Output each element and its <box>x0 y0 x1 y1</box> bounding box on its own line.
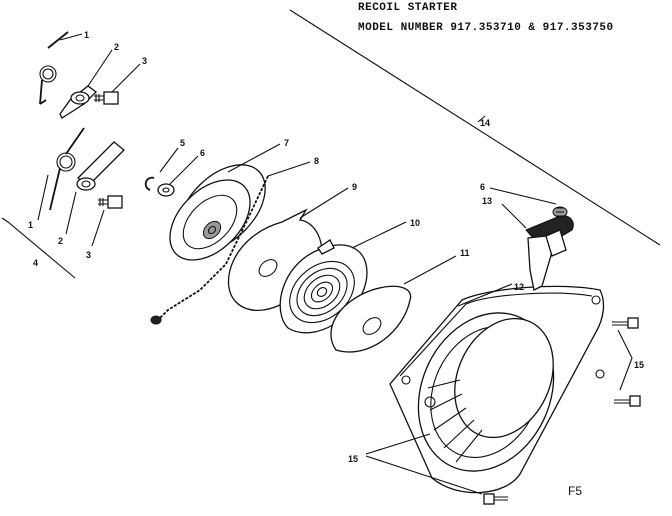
assembly-bracket-line <box>1 217 76 279</box>
callout-leader <box>59 33 83 41</box>
callout-1: 1 <box>84 30 89 40</box>
model-number: MODEL NUMBER 917.353710 & 917.353750 <box>358 22 614 34</box>
callout-12: 12 <box>514 282 524 292</box>
pawl-upper <box>59 85 97 119</box>
starter-housing <box>389 285 605 494</box>
callout-15: 15 <box>634 360 644 370</box>
callout-10: 10 <box>410 218 420 228</box>
callout-leader <box>365 433 483 495</box>
callout-2: 2 <box>114 42 119 52</box>
callout-15: 15 <box>348 454 358 464</box>
assembly-bracket-line <box>289 9 661 246</box>
callout-leader <box>37 174 49 221</box>
callout-13: 13 <box>482 196 492 206</box>
callout-11: 11 <box>460 248 470 258</box>
callout-7: 7 <box>284 138 289 148</box>
callout-4: 4 <box>33 258 38 268</box>
pawl-spring-upper <box>39 31 69 105</box>
housing-screw <box>612 317 639 329</box>
callout-leader <box>489 187 557 205</box>
callout-6: 6 <box>200 148 205 158</box>
starter-handle <box>525 206 574 291</box>
callout-14: 14 <box>480 118 490 128</box>
callout-leader <box>501 203 527 229</box>
callout-5: 5 <box>180 138 185 148</box>
starter-pulley <box>169 164 266 261</box>
callout-leader <box>111 63 141 93</box>
callout-leader <box>91 209 105 247</box>
figure-id: F5 <box>568 484 583 498</box>
callout-leader <box>87 49 113 87</box>
callout-leader <box>457 283 513 307</box>
spring-cover-plate <box>330 285 412 353</box>
callout-leader <box>65 191 77 235</box>
callout-3: 3 <box>142 56 147 66</box>
callout-9: 9 <box>352 182 357 192</box>
pawl-lower <box>76 141 125 191</box>
retainer-ring <box>144 176 155 191</box>
screw-upper <box>94 91 119 105</box>
callout-leader <box>477 115 486 123</box>
callout-6: 6 <box>480 182 485 192</box>
starter-rope <box>150 175 269 325</box>
callout-8: 8 <box>314 156 319 166</box>
callout-leader <box>351 221 407 249</box>
screw-lower <box>98 195 123 209</box>
washer <box>157 183 175 197</box>
callout-leader <box>299 187 349 219</box>
callout-3: 3 <box>86 250 91 260</box>
callout-leader <box>227 143 281 173</box>
callout-2: 2 <box>58 236 63 246</box>
housing-screw <box>483 493 508 505</box>
housing-screw <box>614 395 641 407</box>
diagram-title: RECOIL STARTER <box>358 2 458 14</box>
pawl-spring-lower <box>49 127 85 211</box>
callout-leader <box>403 255 457 285</box>
callout-leader <box>617 329 633 391</box>
callout-leader <box>159 147 179 173</box>
callout-leader <box>267 161 311 177</box>
callout-1: 1 <box>28 220 33 230</box>
callout-leader <box>169 155 199 185</box>
